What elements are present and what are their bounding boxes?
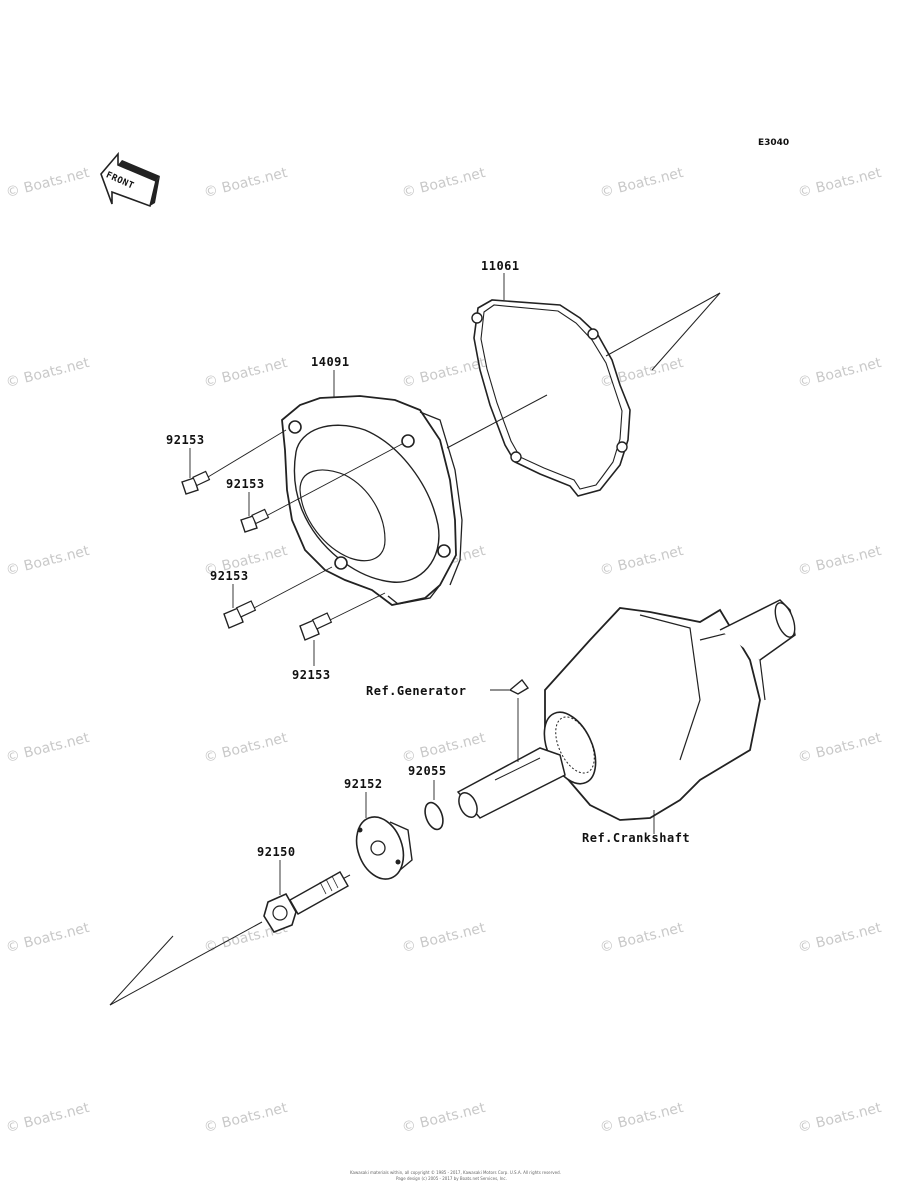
diagram-code: E3040 — [758, 138, 790, 148]
bolt-92153-b — [240, 508, 270, 533]
crankshaft — [456, 599, 796, 821]
label-92152: 92152 — [344, 777, 383, 791]
label-92153-c: 92153 — [210, 569, 249, 583]
flange-92152 — [355, 792, 413, 880]
footer-copyright: Kawasaki materials within, all copyright… — [350, 1170, 561, 1175]
front-arrow-icon — [100, 151, 160, 208]
label-92055: 92055 — [408, 764, 447, 778]
bolt-92150 — [263, 860, 349, 933]
bolt-guide-lines — [207, 429, 403, 621]
label-92153-a: 92153 — [166, 433, 205, 447]
cover-14091 — [281, 395, 463, 606]
footer-design: Page design (c) 2005 - 2017 by Boats.net… — [396, 1176, 507, 1181]
label-11061: 11061 — [481, 259, 520, 273]
bolt-92153-c — [223, 600, 257, 629]
bolt-92153-a — [181, 470, 211, 495]
label-92153-b: 92153 — [226, 477, 265, 491]
gasket-11061 — [471, 299, 631, 497]
label-92153-d: 92153 — [292, 668, 331, 682]
label-92150: 92150 — [257, 845, 296, 859]
o-ring-92055 — [424, 780, 444, 831]
label-ref-crankshaft: Ref.Crankshaft — [582, 831, 691, 845]
woodruff-key — [490, 678, 530, 762]
label-14091: 14091 — [311, 355, 350, 369]
label-leaders — [189, 273, 655, 834]
bolt-92153-d — [299, 612, 333, 641]
label-ref-generator: Ref.Generator — [366, 684, 467, 698]
